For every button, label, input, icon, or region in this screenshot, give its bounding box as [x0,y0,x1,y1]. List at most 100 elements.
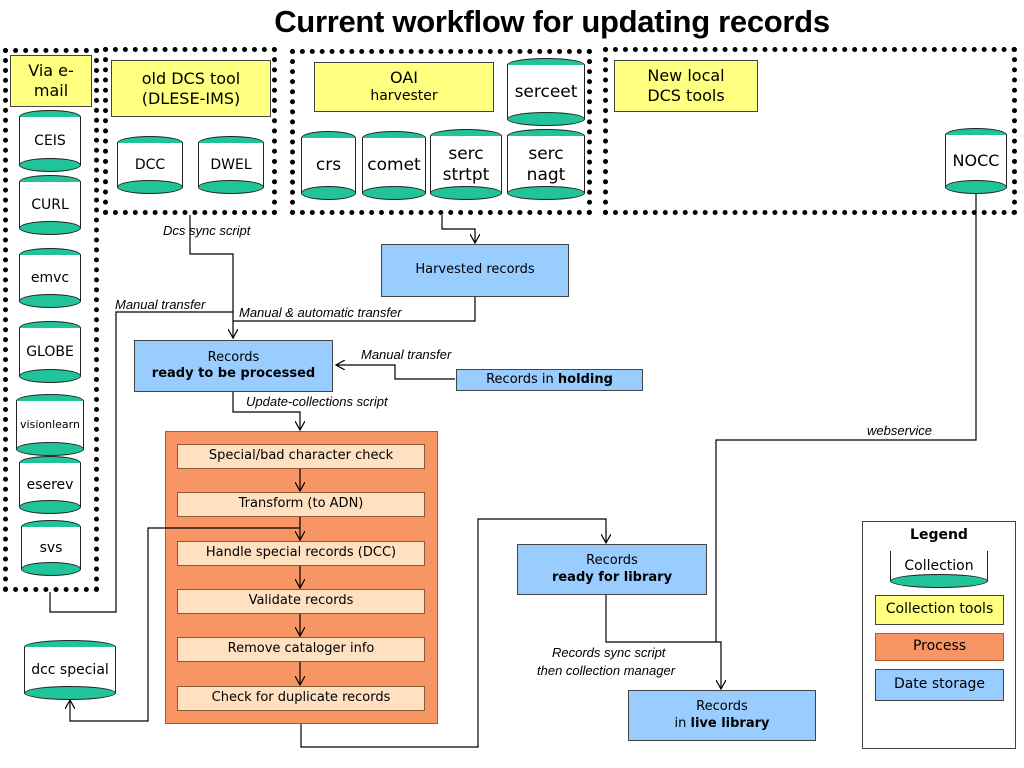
collection-cylinder: dcc special [24,640,116,700]
email-group [3,48,99,592]
collection-label: dcc special [31,661,109,678]
collection-label: CEIS [34,132,66,149]
cylinder-bottom-cap [24,686,116,700]
harvested-to-ready-line [233,297,476,322]
update-collections-line [232,392,300,430]
webservice-annotation: webservice [867,423,933,438]
collection-cylinder: NOCC [945,128,1007,194]
cylinder-bottom-cap [117,180,183,194]
collection-label: serc strtpt [442,144,490,185]
cylinder-bottom-cap [430,186,502,200]
collection-label: GLOBE [26,343,74,360]
collection-cylinder: emvc [19,248,81,308]
legend-title: Legend [910,527,968,543]
legend-collection-cylinder: Collection [890,544,988,588]
cylinder-body [362,138,426,193]
legend-collection-tools: Collection tools [875,595,1004,625]
process-step: Check for duplicate records [177,686,425,711]
collection-label: svs [39,539,63,556]
update-collections-annotation: Update-collections script [246,394,388,409]
ready-holding-line [336,365,455,380]
cylinder-body [430,136,502,193]
cylinder-bottom-cap [198,180,264,194]
email-manual-transfer-line [49,311,233,613]
new-local-tools-label: New local DCS tools [614,60,758,112]
manual-auto-transfer-annotation: Manual & automatic transfer [239,305,402,320]
collection-cylinder: serc strtpt [430,129,502,200]
cylinder-body [301,138,356,193]
collection-cylinder: comet [362,131,426,200]
oai-to-harvested-line [441,215,475,243]
cylinder-bottom-cap [16,442,84,456]
harvested-records-box: Harvested records [381,244,569,297]
library-to-live-line [605,595,721,689]
cylinder-bottom-cap [507,112,585,126]
collection-label: NOCC [952,151,1000,171]
records-ready-library-box: Records ready for library [517,544,707,595]
collection-cylinder: DCC [117,136,183,194]
manual-transfer-right-annotation: Manual transfer [361,347,452,362]
process-step: Special/bad character check [177,444,425,469]
collection-label: DWEL [210,156,252,173]
collection-cylinder: DWEL [198,136,264,194]
old-dcs-group [103,47,277,215]
process-to-library-line [300,518,606,748]
process-step: Validate records [177,589,425,614]
cylinder-bottom-cap [19,500,81,514]
manual-transfer-left-annotation: Manual transfer [115,297,206,312]
collection-cylinder: svs [21,520,81,576]
cylinder-bottom-cap [890,574,988,588]
cylinder-bottom-cap [507,186,585,200]
collection-cylinder: GLOBE [19,321,81,383]
cylinder-bottom-cap [19,221,81,235]
cylinder-bottom-cap [362,186,426,200]
records-sync-annotation-2: then collection manager [537,663,676,678]
oai-harvester-label: OAI harvester [314,62,494,112]
collection-cylinder: serc nagt [507,129,585,200]
records-sync-annotation-1: Records sync script [552,645,666,660]
dcs-sync-line [189,215,233,338]
collection-cylinder: CEIS [19,110,81,172]
cylinder-bottom-cap [945,180,1007,194]
old-dcs-tool-label: old DCS tool (DLESE-IMS) [111,60,271,117]
live-library-line: in live library [674,715,770,731]
collection-cylinder: CURL [19,175,81,235]
collection-label: visionlearn [20,418,80,432]
dcc-special-line [70,527,300,722]
collection-label: serceet [514,81,578,102]
cylinder-bottom-cap [19,369,81,383]
records-holding-box: Records in holding [456,369,643,391]
collection-cylinder: serceet [507,58,585,126]
dcs-sync-annotation: Dcs sync script [163,223,251,238]
new-local-group [603,47,1017,215]
oai-group [290,49,592,215]
email-tool-label: Via e-mail [10,55,92,107]
collection-cylinder: visionlearn [16,394,84,456]
process-step: Handle special records (DCC) [177,541,425,566]
collection-label: emvc [30,269,70,286]
cylinder-body [16,401,84,449]
process-panel [165,431,438,724]
cylinder-bottom-cap [301,186,356,200]
records-ready-processed-box: Records ready to be processed [134,340,333,392]
collection-label: comet [367,155,421,176]
collection-cylinder: eserev [19,456,81,514]
collection-label: DCC [134,156,166,173]
cylinder-bottom-cap [21,562,81,576]
records-live-library-box: Records in live library [628,690,816,741]
collection-label: crs [315,155,342,176]
cylinder-body [507,65,585,119]
process-step: Remove cataloger info [177,637,425,662]
page-title: Current workflow for updating records [274,4,830,39]
legend-date-storage: Date storage [875,669,1004,701]
collection-label: Collection [904,557,974,574]
collection-label: eserev [26,476,74,493]
collection-cylinder: crs [301,131,356,200]
cylinder-bottom-cap [19,294,81,308]
legend-process: Process [875,633,1004,661]
collection-label: serc nagt [526,144,566,185]
process-step: Transform (to ADN) [177,492,425,517]
cylinder-body [19,328,81,376]
cylinder-body [19,117,81,165]
